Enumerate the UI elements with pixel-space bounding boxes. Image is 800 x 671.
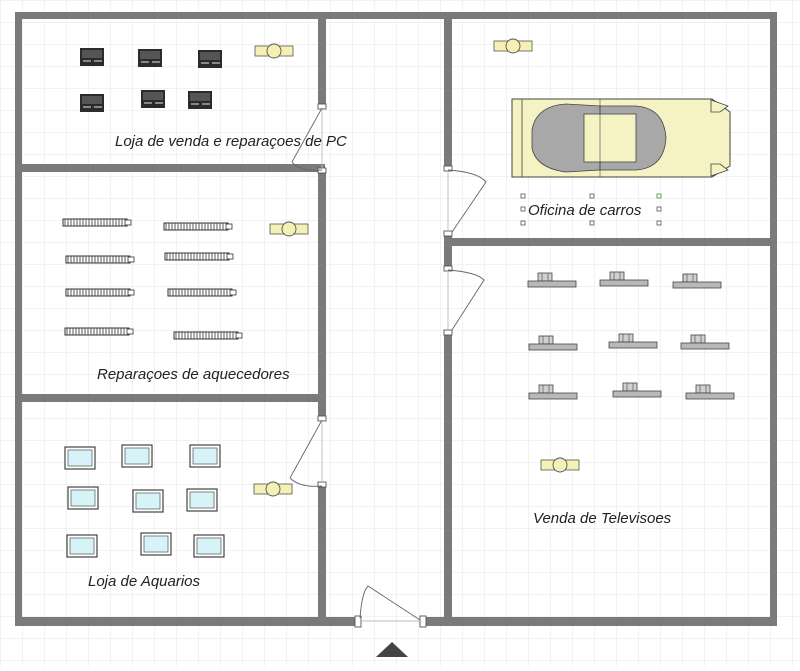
door-aquarium-shop: [289, 415, 327, 488]
selection-handles: [520, 193, 662, 226]
entrance-arrow-icon: [376, 642, 408, 657]
ceiling-lamp-icon: [254, 43, 294, 59]
computer-icon: [141, 90, 165, 108]
heater-icon: [64, 327, 134, 336]
room-label-car-workshop: Oficina de carros: [528, 202, 642, 219]
door-car-workshop: [443, 165, 487, 237]
door-tv-shop: [443, 265, 485, 336]
car-icon: [511, 98, 731, 178]
aquarium-icon: [66, 534, 98, 558]
room-label-aquariums: Loja de Aquarios: [88, 573, 201, 590]
heater-icon: [65, 255, 135, 264]
door-main-entrance: [354, 585, 427, 628]
aquarium-icon: [132, 489, 164, 513]
ceiling-lamp-icon: [540, 457, 580, 473]
heater-icon: [65, 288, 135, 297]
computer-icon: [198, 50, 222, 68]
doors: [289, 103, 487, 628]
heater-icon: [164, 252, 234, 261]
aquarium-icon: [186, 488, 218, 512]
aquarium-icon: [193, 534, 225, 558]
door-pc-shop: [291, 103, 327, 174]
heater-icon: [163, 222, 233, 231]
ceiling-lamp-icon: [253, 481, 293, 497]
aquarium-icon: [140, 532, 172, 556]
computer-icon: [188, 91, 212, 109]
computer-icon: [80, 48, 104, 66]
walls: [15, 12, 777, 626]
computer-icon: [138, 49, 162, 67]
room-label-pc-shop: Loja de venda e reparaçoes de PC: [115, 133, 347, 150]
aquarium-icon: [189, 444, 221, 468]
room-label-tv-shop: Venda de Televisoes: [533, 510, 672, 527]
heater-icon: [62, 218, 132, 227]
aquariums: [64, 444, 225, 558]
computer-icon: [80, 94, 104, 112]
ceiling-lamp-icon: [269, 221, 309, 237]
ceiling-lamp-icon: [493, 38, 533, 54]
room-label-heaters: Reparaçoes de aquecedores: [97, 366, 290, 383]
aquarium-icon: [67, 486, 99, 510]
heater-icon: [167, 288, 237, 297]
aquarium-icon: [64, 446, 96, 470]
heater-icon: [173, 331, 243, 340]
aquarium-icon: [121, 444, 153, 468]
